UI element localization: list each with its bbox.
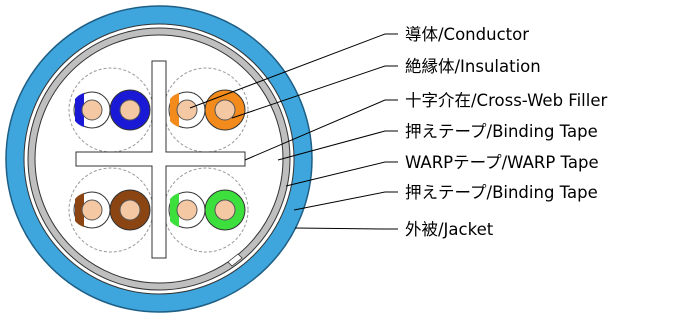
pair-green [168, 189, 246, 231]
label-cross-web-filler: 十字介在/Cross-Web Filler [405, 91, 607, 110]
label-binding-tape-outer: 押えテープ/Binding Tape [405, 183, 598, 202]
label-conductor: 導体/Conductor [405, 25, 529, 44]
conductor [119, 199, 141, 221]
conductor [81, 199, 103, 221]
pair-blue [73, 89, 151, 131]
conductor [119, 99, 141, 121]
pair-orange [168, 89, 246, 131]
conductor [214, 199, 236, 221]
label-binding-tape-inner: 押えテープ/Binding Tape [405, 122, 598, 141]
label-warp-tape: WARPテープ/WARP Tape [405, 153, 599, 172]
conductor [214, 99, 236, 121]
pair-brown [73, 189, 151, 231]
conductor [81, 99, 103, 121]
cross-web-filler [75, 60, 246, 259]
tape-overlap-mark [227, 253, 243, 267]
conductor [176, 199, 198, 221]
label-insulation: 絶縁体/Insulation [405, 57, 541, 76]
label-jacket: 外被/Jacket [405, 220, 494, 239]
conductor [176, 99, 198, 121]
leader-lines [189, 33, 398, 230]
